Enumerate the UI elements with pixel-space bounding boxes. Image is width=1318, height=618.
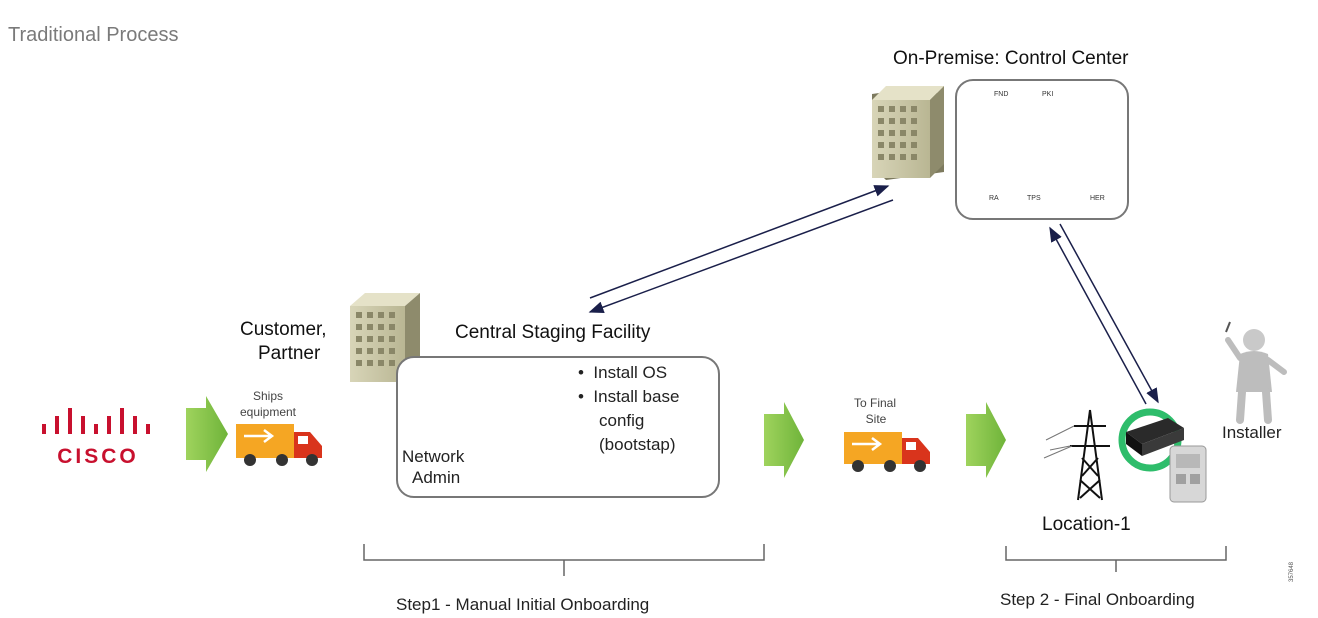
- cisco-wordmark: CISCO: [57, 445, 139, 468]
- step1-label: Step1 - Manual Initial Onboarding: [396, 595, 650, 614]
- control-center-box: [955, 79, 1129, 220]
- staging-label: Central Staging Facility: [455, 322, 651, 343]
- cisco-logo: CISCO: [38, 405, 158, 475]
- her-label: HER: [1090, 195, 1105, 202]
- ships-label-line1: Ships: [252, 389, 284, 403]
- bullet-install-base-text: Install base: [593, 387, 680, 406]
- admin-label-line2: Admin: [412, 468, 461, 487]
- bullet-install-os-text: Install OS: [593, 363, 668, 382]
- to-final-label-line2: Site: [865, 412, 887, 426]
- cisco-logo-icon: [42, 408, 150, 434]
- gateway-device-icon: [1118, 408, 1184, 472]
- installer-icon: [1225, 321, 1287, 424]
- tps-label: TPS: [1027, 195, 1041, 202]
- bullet-config: config: [599, 411, 645, 430]
- staging-box: [396, 356, 720, 498]
- bullet-bootstap: (bootstap): [599, 435, 676, 454]
- control-center-building-icon: [872, 86, 944, 180]
- meter-device-icon: [1169, 445, 1207, 503]
- ships-label-line2: equipment: [239, 405, 297, 419]
- arrow-control-to-staging: [588, 199, 894, 313]
- ra-label: RA: [989, 195, 999, 202]
- pki-label: PKI: [1042, 91, 1054, 98]
- arrow-staging-to-control: [589, 185, 890, 299]
- process-arrow-3: [966, 402, 1006, 478]
- ships-truck-icon: [236, 424, 322, 466]
- step1-bracket: [363, 544, 765, 576]
- admin-label-line1: Network: [402, 447, 465, 466]
- arrow-location-to-control: [1049, 226, 1147, 405]
- location-label: Location-1: [1042, 514, 1131, 535]
- page-title: Traditional Process: [8, 24, 179, 46]
- to-final-label-line1: To Final: [853, 396, 897, 410]
- figure-number: 357648: [1289, 561, 1295, 582]
- bullet-install-os: • Install OS: [578, 363, 668, 382]
- installer-label: Installer: [1222, 423, 1282, 442]
- bullet-install-base: • Install base: [578, 387, 680, 406]
- fnd-label: FND: [994, 91, 1009, 98]
- transmission-tower-icon: [1043, 409, 1110, 501]
- process-arrow-1: [186, 396, 228, 472]
- step2-bracket: [1005, 546, 1227, 572]
- arrow-control-to-location: [1059, 223, 1159, 404]
- control-center-label: On-Premise: Control Center: [893, 48, 1129, 69]
- customer-label-line2: Partner: [258, 343, 321, 364]
- to-final-site-truck-icon: [844, 432, 930, 472]
- process-arrow-2: [764, 402, 804, 478]
- step2-label: Step 2 - Final Onboarding: [1000, 590, 1195, 609]
- customer-label-line1: Customer,: [240, 319, 327, 340]
- customer-building-icon: [350, 293, 420, 382]
